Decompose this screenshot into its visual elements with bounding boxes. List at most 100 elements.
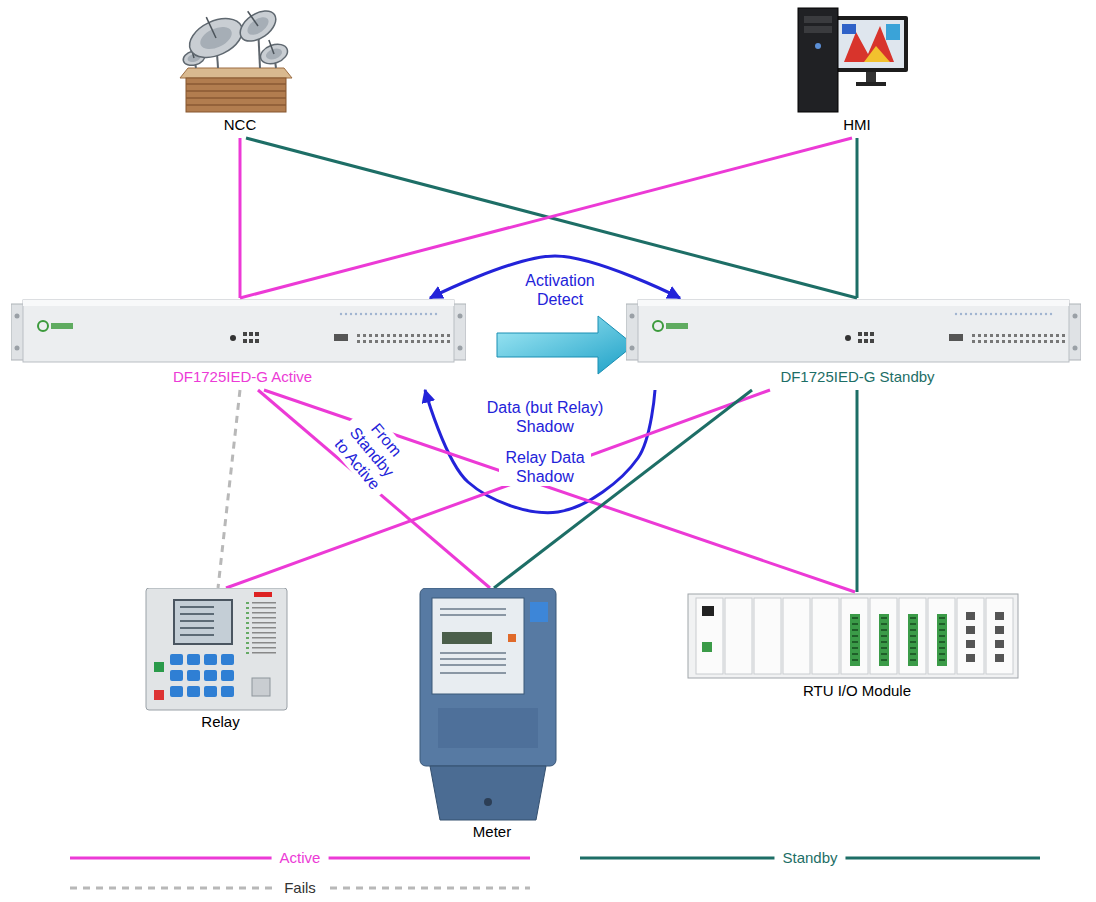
node-label: HMI: [794, 116, 920, 134]
graphic-part: [864, 46, 890, 62]
graphic-part: [910, 617, 916, 619]
graphic-part: [1005, 313, 1007, 315]
graphic-part: [458, 314, 463, 319]
graphic-part: [393, 340, 396, 343]
graphic-part: [146, 588, 287, 710]
graphic-part: [411, 334, 414, 337]
graphic-part: [221, 686, 234, 697]
graphic-part: [246, 647, 249, 649]
graphic-part: [995, 612, 1004, 620]
graphic-part: [405, 334, 408, 337]
graphic-part: [838, 20, 904, 68]
graphic-part: [995, 640, 1004, 648]
graphic-part: [187, 686, 200, 697]
graphic-part: [630, 346, 635, 351]
ncc-node: NCC: [174, 4, 306, 138]
graphic-part: [246, 637, 249, 639]
graphic-part: [170, 654, 183, 665]
graphic-part: [435, 340, 438, 343]
graphic-part: [363, 340, 366, 343]
graphic-part: [1015, 313, 1017, 315]
graphic-part: [984, 334, 987, 337]
graphic-part: [638, 300, 1069, 362]
graphic-part: [1002, 340, 1005, 343]
connectors: [218, 138, 857, 592]
graphic-part: [980, 313, 982, 315]
graphic-part: [375, 313, 377, 315]
node-label: DF1725IED-G Active: [11, 368, 474, 386]
graphic-part: [204, 654, 217, 665]
graphic-part: [965, 313, 967, 315]
graphic-part: [978, 340, 981, 343]
graphic-part: [858, 332, 862, 336]
graphic-part: [910, 659, 916, 661]
graphic-part: [254, 592, 272, 597]
graphic-part: [420, 313, 422, 315]
graphic-part: [252, 622, 276, 624]
graphic-part: [417, 334, 420, 337]
graphic-part: [243, 332, 247, 336]
device-picture: [11, 298, 466, 368]
legend-samples: [70, 858, 1040, 888]
graphic-part: [181, 5, 249, 65]
graphic-part: [1045, 313, 1047, 315]
graphic-part: [798, 8, 838, 112]
graphic-part: [852, 653, 858, 655]
graphic-part: [246, 602, 249, 604]
graphic-part: [204, 670, 217, 681]
graphic-part: [990, 334, 993, 337]
graphic-part: [415, 313, 417, 315]
graphic-part: [1010, 313, 1012, 315]
graphic-part: [23, 300, 454, 306]
graphic-part: [841, 598, 868, 674]
graphic-part: [1008, 340, 1011, 343]
graphic-part: [375, 340, 378, 343]
graphic-part: [387, 340, 390, 343]
graphic-part: [939, 635, 945, 637]
graphic-part: [939, 623, 945, 625]
graphic-part: [910, 629, 916, 631]
legend-text: Active: [272, 849, 329, 867]
graphic-part: [206, 17, 216, 38]
graphic-part: [180, 620, 214, 622]
graphic-part: [438, 708, 538, 748]
graphic-part: [949, 334, 963, 341]
graphic-part: [804, 26, 832, 33]
relay-node: Relay: [134, 588, 307, 735]
graphic-part: [1056, 340, 1059, 343]
graphic-part: [405, 340, 408, 343]
hmi-node: HMI: [794, 2, 920, 138]
graphic-part: [246, 607, 249, 609]
graphic-part: [1008, 334, 1011, 337]
graphic-part: [390, 313, 392, 315]
link-line: [856, 138, 859, 298]
node-label: DF1725IED-G Standby: [626, 368, 1089, 386]
graphic-part: [399, 340, 402, 343]
graphic-part: [458, 346, 463, 351]
graphic-part: [881, 641, 887, 643]
graphic-part: [702, 642, 712, 652]
graphic-part: [365, 313, 367, 315]
graphic-part: [441, 340, 444, 343]
graphic-part: [420, 588, 556, 766]
device-picture: [174, 4, 298, 116]
graphic-part: [363, 334, 366, 337]
graphic-part: [996, 340, 999, 343]
graphic-part: [966, 654, 975, 662]
graphic-part: [972, 340, 975, 343]
graphic-part: [881, 647, 887, 649]
graphic-part: [886, 24, 900, 40]
graphic-part: [442, 632, 492, 644]
node-label: Relay: [134, 713, 307, 731]
graphic-part: [440, 672, 506, 674]
graphic-part: [939, 653, 945, 655]
graphic-part: [246, 642, 249, 644]
graphic-part: [1044, 340, 1047, 343]
node-label: RTU I/O Module: [686, 682, 1028, 700]
graphic-part: [815, 43, 821, 49]
graphic-part: [387, 334, 390, 337]
graphic-part: [1032, 334, 1035, 337]
graphic-part: [1050, 340, 1053, 343]
graphic-part: [411, 340, 414, 343]
graphic-part: [252, 627, 276, 629]
